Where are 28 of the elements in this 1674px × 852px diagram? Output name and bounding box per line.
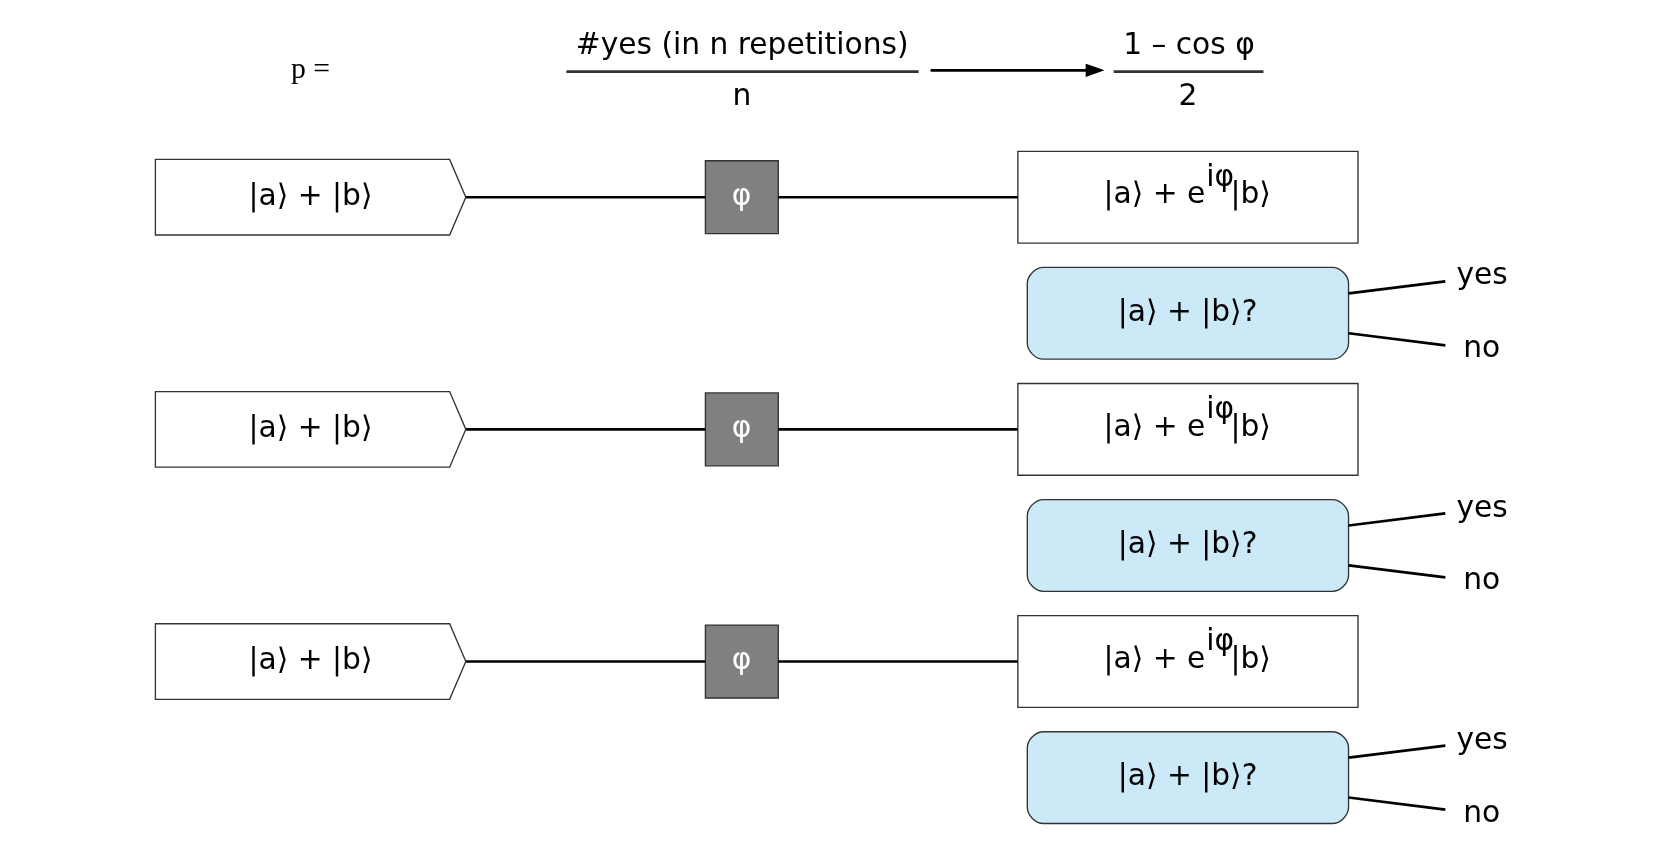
arrow [930,63,1105,77]
node-box: φ [704,392,779,467]
connector [466,428,706,431]
node-text: yes [1456,488,1508,524]
connector [1348,512,1446,527]
node-box: |a⟩ + |b⟩? [1026,498,1350,592]
node-text: #yes (in n repetitions) n [575,25,909,112]
connector [1348,796,1446,811]
node-text: yes [1456,720,1508,756]
connector [778,660,1018,663]
node-text: no [1463,793,1501,829]
label: p = [291,51,331,84]
node-text: yes [1456,256,1508,292]
connector [466,660,706,663]
connector [466,195,706,199]
node-box: |a⟩ + |b⟩? [1026,266,1350,360]
node-text: no [1463,329,1501,365]
connector [1348,331,1446,347]
node-text: 1 – cos φ 2 [1123,25,1255,112]
connector [1348,564,1446,579]
node-box: φ [704,160,779,235]
connector [1348,279,1446,295]
node-box: |a⟩ + |b⟩? [1026,731,1350,825]
connector [778,195,1018,199]
node-box: φ [704,624,779,699]
connector [1348,744,1446,759]
connector [778,428,1018,431]
node-text: no [1463,561,1501,597]
